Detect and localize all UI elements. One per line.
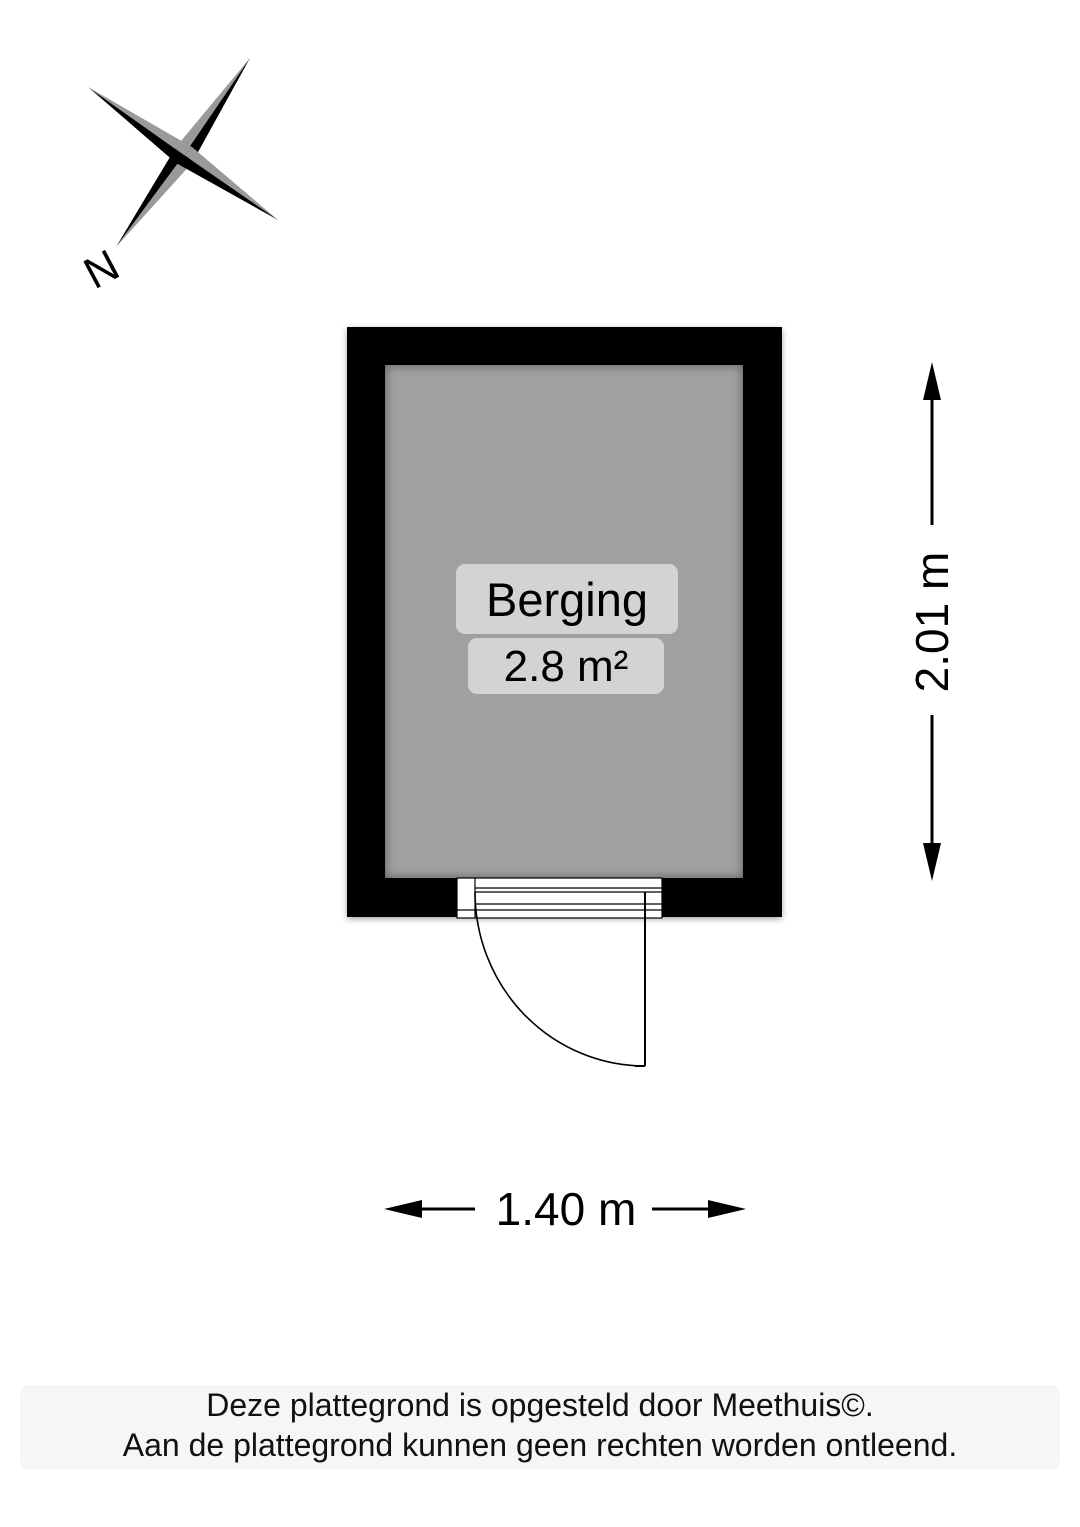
door-swing-icon bbox=[456, 877, 663, 1067]
disclaimer-line-1: Deze plattegrond is opgesteld door Meeth… bbox=[206, 1387, 874, 1423]
compass-rose-icon bbox=[88, 58, 278, 247]
depth-dimension-label: 2.01 m bbox=[906, 551, 958, 693]
disclaimer-line-2: Aan de plattegrond kunnen geen rechten w… bbox=[122, 1427, 958, 1463]
depth-dimension-line bbox=[923, 362, 941, 881]
width-dimension-label: 1.40 m bbox=[495, 1183, 637, 1235]
room-name-label: Berging bbox=[456, 564, 678, 634]
disclaimer-box: Deze plattegrond is opgesteld door Meeth… bbox=[20, 1385, 1060, 1470]
room-area-label: 2.8 m² bbox=[468, 638, 664, 694]
width-dimension-line bbox=[384, 1200, 746, 1218]
